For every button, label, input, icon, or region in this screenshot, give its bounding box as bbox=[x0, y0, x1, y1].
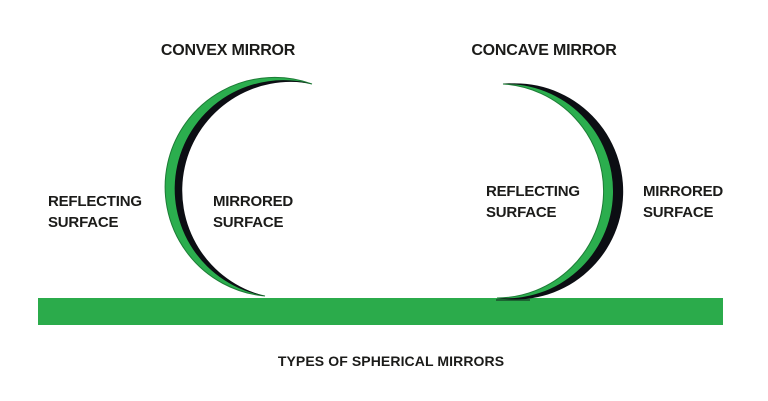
concave-mirror-heading: CONCAVE MIRROR bbox=[471, 42, 617, 59]
ground-bar bbox=[38, 298, 723, 325]
concave-tip-shadow bbox=[496, 299, 530, 301]
diagram-title: TYPES OF SPHERICAL MIRRORS bbox=[277, 353, 505, 369]
concave-mirrored-surface-label: MIRRORED SURFACE bbox=[643, 183, 724, 221]
convex-mirrored-surface-label: MIRRORED SURFACE bbox=[213, 193, 294, 231]
convex-reflecting-surface-label: REFLECTING SURFACE bbox=[48, 193, 142, 231]
concave-reflecting-surface-label: REFLECTING SURFACE bbox=[486, 183, 580, 221]
convex-mirror-reflecting-surface-shape bbox=[164, 76, 313, 297]
convex-mirror-heading: CONVEX MIRROR bbox=[160, 42, 296, 59]
